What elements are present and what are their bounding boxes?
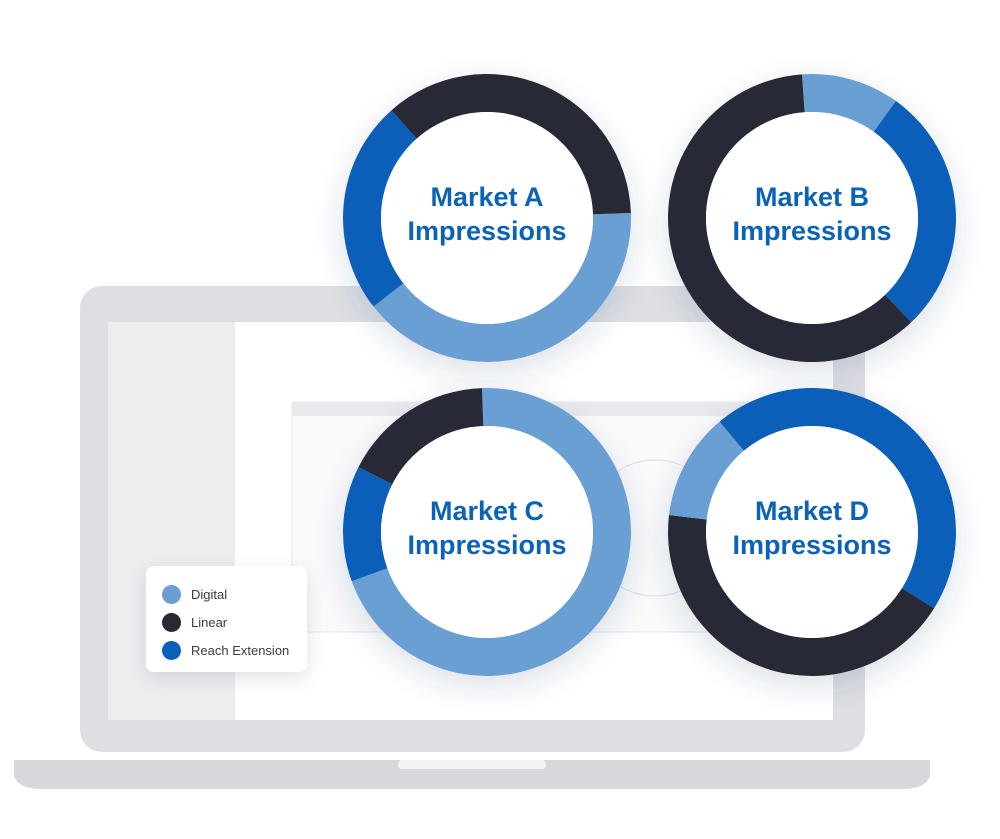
donut-title-market: Market D [755, 496, 869, 526]
donut-segment-linear [391, 74, 631, 215]
legend-label-digital: Digital [191, 586, 228, 602]
donut-segment-linear [358, 388, 484, 485]
donut-title-metric: Impressions [407, 216, 566, 246]
donut-title-market: Market A [430, 182, 543, 212]
donut-title-metric: Impressions [407, 530, 566, 560]
donut-segment-digital [801, 74, 896, 132]
donut-market-b: Market B Impressions [668, 74, 957, 362]
donut-title-market: Market B [755, 182, 869, 212]
donut-hole [706, 112, 918, 324]
donut-title-metric: Impressions [732, 216, 891, 246]
donut-segment-reach-extension [343, 467, 393, 582]
laptop-base [14, 760, 930, 789]
donut-hole [381, 426, 593, 638]
donut-market-d: Market D Impressions [667, 388, 956, 677]
donut-market-a: Market A Impressions [343, 74, 631, 362]
donut-hole [706, 426, 918, 638]
laptop-trackpad-notch [398, 760, 546, 769]
legend-swatch-digital [162, 584, 181, 604]
donut-segment-reach-extension [873, 100, 957, 323]
donut-segment-linear [667, 514, 935, 677]
legend-item-reach-extension: Reach Extension [162, 636, 307, 664]
legend-item-linear: Linear [162, 608, 307, 636]
donut-segment-digital [373, 212, 631, 362]
donut-segment-reach-extension [343, 110, 417, 307]
legend-label-linear: Linear [191, 614, 228, 630]
donut-segment-digital [669, 421, 744, 520]
chart-legend: Digital Linear Reach Extension [146, 566, 307, 672]
legend-swatch-linear [162, 612, 181, 632]
legend-swatch-reach-extension [162, 640, 181, 660]
donut-title-market: Market C [430, 496, 544, 526]
donut-segment-reach-extension [719, 388, 956, 609]
donut-hole [381, 112, 593, 324]
legend-label-reach-extension: Reach Extension [191, 642, 290, 658]
donut-segment-linear [668, 74, 912, 362]
donut-title-metric: Impressions [732, 530, 891, 560]
legend-item-digital: Digital [162, 580, 307, 608]
donut-market-c: Market C Impressions [343, 388, 631, 676]
